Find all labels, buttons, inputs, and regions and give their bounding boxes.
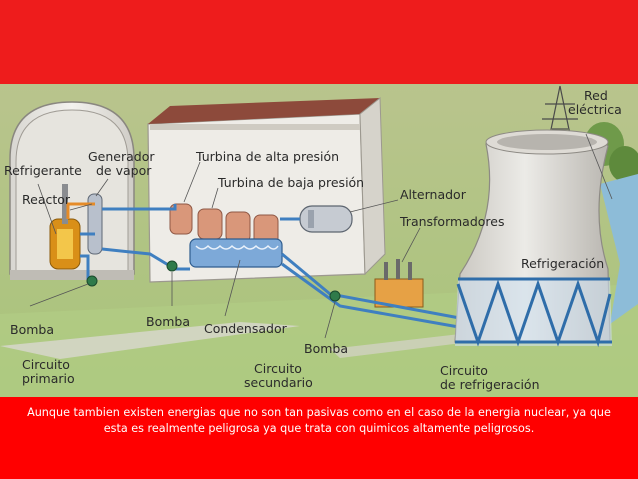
label-bomba-mid: Bomba xyxy=(146,315,190,329)
pump-mid xyxy=(167,261,177,271)
label-circuito-primario-2: primario xyxy=(22,372,75,386)
pump-right xyxy=(330,291,340,301)
label-red-electrica-2: eléctrica xyxy=(568,103,622,117)
caption-bar: Aunque tambien existen energias que no s… xyxy=(0,397,638,479)
label-circuito-primario-1: Circuito xyxy=(22,358,70,372)
label-bomba-left: Bomba xyxy=(10,323,54,337)
label-refrigerante: Refrigerante xyxy=(4,164,82,178)
label-reactor: Reactor xyxy=(22,193,70,207)
label-turbina-baja: Turbina de baja presión xyxy=(218,176,364,190)
label-transformadores: Transformadores xyxy=(400,215,505,229)
label-turbina-alta: Turbina de alta presión xyxy=(196,150,339,164)
label-refrigeracion: Refrigeración xyxy=(521,257,604,271)
label-circuito-secundario-2: secundario xyxy=(244,376,313,390)
label-circuito-refrigeracion-2: de refrigeración xyxy=(440,378,540,392)
nuclear-plant-diagram: Red eléctrica Refrigerante Generador de … xyxy=(0,84,638,397)
label-condensador: Condensador xyxy=(204,322,287,336)
label-circuito-refrigeracion-1: Circuito xyxy=(440,364,488,378)
label-red-electrica-1: Red xyxy=(584,89,608,103)
label-circuito-secundario-1: Circuito xyxy=(254,362,302,376)
condenser xyxy=(190,239,282,267)
label-generador-2: de vapor xyxy=(96,164,151,178)
label-generador-1: Generador xyxy=(88,150,155,164)
label-alternador: Alternador xyxy=(400,188,466,202)
pump-left xyxy=(87,276,97,286)
label-bomba-right: Bomba xyxy=(304,342,348,356)
top-banner xyxy=(0,0,638,84)
caption-text: Aunque tambien existen energias que no s… xyxy=(24,405,614,436)
